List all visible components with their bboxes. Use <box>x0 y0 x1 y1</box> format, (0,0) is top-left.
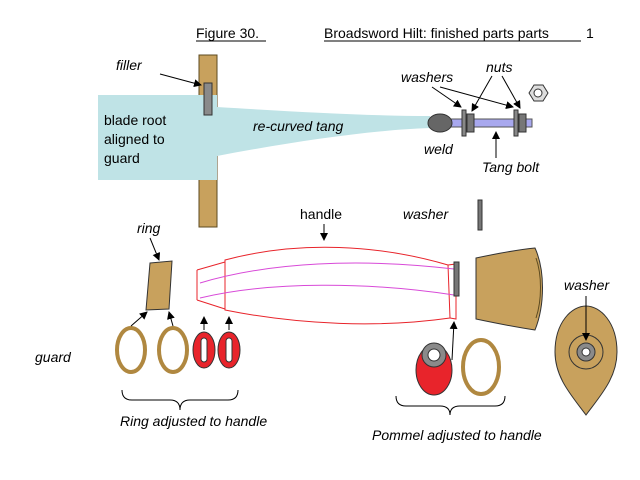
blade-root-and-tang <box>98 95 430 180</box>
blade-root-label-2: aligned to <box>104 131 165 147</box>
nuts-label: nuts <box>486 59 512 75</box>
ring-arrow-2 <box>167 311 175 327</box>
figure-title-suffix: 1 <box>586 25 594 41</box>
weld-label: weld <box>424 141 454 157</box>
washer-top-label: washer <box>403 206 449 222</box>
handle-label: handle <box>300 206 342 222</box>
nut-left <box>466 113 475 133</box>
ring-brace <box>121 389 239 411</box>
ring-adjusted-label: Ring adjusted to handle <box>120 413 267 429</box>
guard-ring-1 <box>115 326 147 374</box>
guard-ring-2 <box>157 326 189 374</box>
recurved-tang-label: re-curved tang <box>253 118 343 134</box>
pommel-arrow <box>449 321 458 361</box>
washer-right-1 <box>513 109 519 137</box>
nut-right <box>518 113 527 133</box>
figure-label: Figure 30. <box>196 25 259 41</box>
filler-label: filler <box>116 57 143 73</box>
ring-label: ring <box>137 220 161 236</box>
red-ring-2-slot <box>225 337 233 363</box>
loose-washer <box>477 199 483 231</box>
handle-groove-top <box>199 262 455 284</box>
guard-label: guard <box>35 349 72 365</box>
washer-left-1 <box>461 109 467 137</box>
washers-arrow-2 <box>439 86 514 110</box>
pommel-red-hole <box>427 348 441 362</box>
handle-groove-bottom <box>199 284 455 299</box>
red-ring-1-slot <box>200 337 208 363</box>
pommel-side <box>475 247 543 331</box>
hex-nut-hole <box>533 88 543 98</box>
nuts-arrow-1 <box>471 75 493 112</box>
washer-right-label: washer <box>564 277 610 293</box>
tang-bolt-label: Tang bolt <box>482 159 540 175</box>
pommel-brace <box>395 395 506 416</box>
filler-block <box>203 82 213 116</box>
pommel-ring <box>461 338 501 396</box>
pommel-side-edge <box>535 257 541 319</box>
pommel-adjusted-label: Pommel adjusted to handle <box>372 427 542 443</box>
ring-arrow <box>149 237 161 261</box>
blade-root-label-1: blade root <box>104 112 166 128</box>
filler-arrow <box>159 73 202 88</box>
ring-part <box>145 260 173 311</box>
nuts-arrow-2 <box>501 75 521 109</box>
pommel-washer <box>453 261 460 297</box>
blade-root-label-3: guard <box>104 150 140 166</box>
pommel-front-hole <box>581 347 591 357</box>
figure-title: Broadsword Hilt: finished parts parts <box>324 25 549 41</box>
ring-arrow-1 <box>130 311 148 327</box>
weld-blob <box>427 113 453 133</box>
washers-arrow-1 <box>431 86 462 108</box>
washers-label: washers <box>401 69 453 85</box>
handle-front-tenon <box>196 261 226 310</box>
